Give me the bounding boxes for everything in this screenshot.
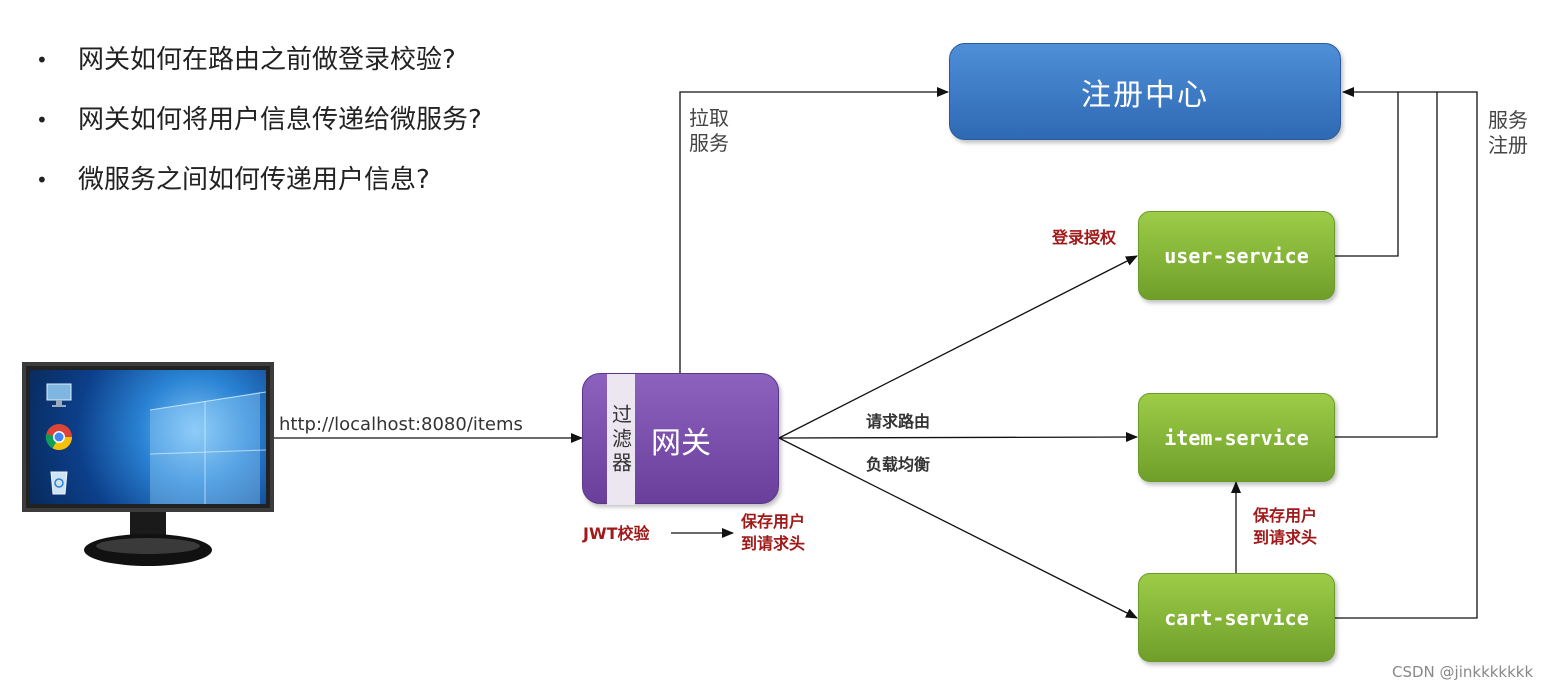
gateway-box: 过滤器 网关 [582, 373, 779, 505]
arrow-gateway-to-item [778, 432, 1138, 443]
arrow-gateway-to-cart [778, 437, 1138, 619]
save-user-line: 到请求头 [1253, 528, 1318, 547]
service-register-line: 服务 [1488, 108, 1528, 132]
arrow-gateway-to-registry [679, 87, 949, 373]
watermark: CSDN @jinkkkkkkk [1392, 663, 1534, 681]
cart-service-box: cart-service [1138, 573, 1335, 662]
chrome-icon [44, 422, 74, 452]
desktop-wallpaper [30, 370, 266, 504]
save-user-line: 保存用户 [741, 512, 806, 531]
user-service-label: user-service [1164, 243, 1309, 268]
windows-logo-light [149, 391, 266, 504]
monitor-screen [22, 362, 274, 512]
line-user-register [1335, 92, 1399, 257]
registry-label: 注册中心 [1081, 77, 1209, 113]
pull-service-label: 拉取 服务 [689, 106, 729, 156]
bullet-dot: • [36, 168, 48, 192]
recycle-bin-icon [44, 466, 74, 496]
jwt-check-label: JWT校验 [583, 524, 650, 543]
bullet-dot: • [36, 48, 48, 72]
item-service-label: item-service [1164, 425, 1309, 450]
gateway-label: 网关 [651, 426, 711, 461]
registry-center-box: 注册中心 [949, 43, 1341, 140]
arrow-gateway-to-user [778, 255, 1138, 439]
question-text: 网关如何在路由之前做登录校验? [78, 45, 456, 75]
pull-service-line: 服务 [689, 131, 729, 155]
line-item-register [1335, 92, 1438, 438]
question-text: 微服务之间如何传递用户信息? [78, 165, 430, 195]
save-user-line: 到请求头 [741, 534, 806, 553]
monitor-stand [84, 512, 212, 566]
save-user-gateway-label: 保存用户 到请求头 [741, 511, 805, 555]
login-auth-label: 登录授权 [1052, 228, 1117, 247]
save-user-cart-label: 保存用户 到请求头 [1253, 505, 1317, 549]
pull-service-line: 拉取 [689, 106, 729, 130]
request-route-label: 请求路由 [866, 412, 931, 431]
client-computer [22, 362, 274, 577]
service-register-line: 注册 [1488, 133, 1528, 157]
service-register-label: 服务 注册 [1488, 108, 1528, 158]
question-text: 网关如何将用户信息传递给微服务? [78, 105, 482, 135]
item-service-box: item-service [1138, 393, 1335, 482]
cart-service-label: cart-service [1164, 605, 1309, 630]
load-balance-label: 负载均衡 [866, 455, 931, 474]
request-url-label: http://localhost:8080/items [279, 414, 523, 435]
save-user-line: 保存用户 [1253, 506, 1318, 525]
monitor-icon [44, 380, 74, 410]
user-service-box: user-service [1138, 211, 1335, 300]
line-cart-register [1335, 87, 1478, 619]
filter-strip: 过滤器 [607, 374, 635, 505]
bullet-dot: • [36, 108, 48, 132]
